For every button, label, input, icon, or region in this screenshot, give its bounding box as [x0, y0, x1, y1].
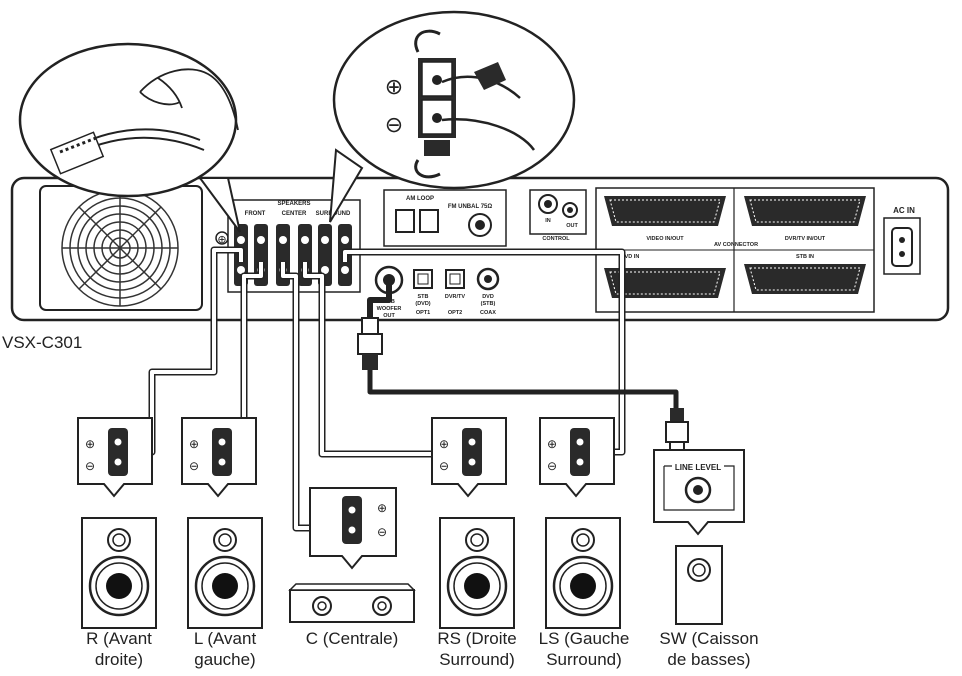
antenna-section: AM LOOP FM UNBAL 75Ω: [383, 189, 507, 247]
model-label: VSX-C301: [2, 333, 83, 352]
press-arrow-top-icon: [414, 29, 441, 53]
coax-label-1: DVD: [482, 294, 494, 300]
av-connector-section: VIDEO IN/OUT DVD IN AV CONNECTOR DVR/TV …: [595, 187, 875, 313]
subwoofer-icon: [675, 545, 723, 625]
svg-text:⊕: ⊕: [189, 437, 199, 451]
caption-c: C (Centrale): [286, 628, 418, 649]
caption-rs-line2: Surround): [439, 650, 515, 669]
svg-text:⊖: ⊖: [189, 459, 199, 473]
svg-text:⊖: ⊖: [439, 459, 449, 473]
dvr-tv-label: DVR/TV IN/OUT: [785, 236, 826, 242]
opt1-label-2: (DVD): [415, 301, 430, 307]
opt1-label-1: STB: [418, 294, 429, 300]
cooling-fan-icon: [61, 189, 179, 307]
line-level-label: LINE LEVEL: [675, 463, 721, 472]
video-in-out-label: VIDEO IN/OUT: [646, 236, 684, 242]
wire-stripping-callout: [18, 42, 241, 233]
control-section: IN OUT CONTROL: [529, 189, 587, 242]
scart-stb-in: [744, 264, 866, 294]
caption-l-line1: L (Avant: [193, 629, 257, 648]
minus-icon: ⊖: [385, 112, 403, 137]
svg-text:⊕: ⊕: [547, 437, 557, 451]
stripped-wire-tag-icon: [49, 131, 105, 175]
caption-sw-line1: SW (Caisson: [659, 629, 759, 648]
opt1-label-3: OPT1: [416, 310, 430, 316]
speaker-rs-icon: [439, 517, 515, 629]
scart-dvd-in: [604, 268, 726, 298]
dvd-in-label: DVD IN: [621, 254, 640, 260]
av-connector-label: AV CONNECTOR: [714, 242, 758, 248]
caption-ls: LS (Gauche Surround): [528, 628, 640, 670]
plus-icon: ⊕: [385, 74, 403, 99]
wire-cap-icon: [474, 62, 506, 90]
svg-text:⊕: ⊕: [377, 501, 387, 515]
svg-text:⊕: ⊕: [217, 234, 226, 246]
caption-l: L (Avant gauche): [170, 628, 280, 670]
caption-r: R (Avant droite): [64, 628, 174, 670]
terminal-box-r: ⊕ ⊖: [77, 417, 153, 498]
speaker-c-icon: [288, 583, 416, 623]
svg-text:⊖: ⊖: [377, 525, 387, 539]
center-label: CENTER: [282, 211, 307, 217]
caption-sw: SW (Caisson de basses): [646, 628, 772, 670]
press-arrow-bottom-icon: [414, 159, 441, 179]
caption-l-line2: gauche): [194, 650, 256, 669]
svg-text:⊕: ⊕: [85, 437, 95, 451]
caption-rs-line1: RS (Droite: [437, 629, 517, 648]
hand-icon: [139, 68, 239, 131]
caption-r-line2: droite): [94, 650, 144, 669]
terminal-connection-callout: ⊕ ⊖: [329, 10, 576, 223]
speaker-l-icon: [187, 517, 263, 629]
speaker-r-icon: [81, 517, 157, 629]
svg-text:⊖: ⊖: [547, 459, 557, 473]
control-out-label: OUT: [566, 223, 578, 229]
sub-woofer-label-3: OUT: [383, 313, 395, 319]
control-label: CONTROL: [542, 236, 570, 242]
speaker-ls-icon: [545, 517, 621, 629]
control-in-label: IN: [545, 218, 551, 224]
coax-label-2: (STB): [481, 301, 496, 307]
fm-label: FM UNBAL 75Ω: [448, 204, 493, 210]
terminal-box-ls: ⊕ ⊖: [539, 417, 615, 498]
caption-c-line1: C (Centrale): [305, 629, 399, 648]
caption-r-line1: R (Avant: [86, 629, 152, 648]
speaker-wires: [128, 246, 679, 532]
terminal-box-rs: ⊕ ⊖: [431, 417, 507, 498]
svg-text:⊕: ⊕: [439, 437, 449, 451]
spring-terminal-icon: [418, 58, 456, 156]
opt2-label-3: OPT2: [448, 310, 462, 316]
sub-woofer-label-2: WOOFER: [377, 306, 402, 312]
svg-text:⊖: ⊖: [85, 459, 95, 473]
opt2-label-1: DVR/TV: [445, 294, 466, 300]
terminal-box-c: ⊕ ⊖: [309, 487, 397, 570]
ac-in-label: AC IN: [893, 206, 915, 215]
stb-in-label: STB IN: [796, 254, 814, 260]
rca-plug-top-icon: [357, 317, 383, 370]
coax-label-3: COAX: [480, 310, 496, 316]
caption-ls-line1: LS (Gauche: [538, 629, 630, 648]
am-loop-label: AM LOOP: [406, 196, 434, 202]
caption-rs: RS (Droite Surround): [420, 628, 534, 670]
speakers-header-label: SPEAKERS: [277, 201, 310, 207]
scart-video-in-out: [604, 196, 726, 226]
front-label: FRONT: [245, 211, 266, 217]
terminal-box-sw: LINE LEVEL: [653, 449, 745, 536]
caption-ls-line2: Surround): [546, 650, 622, 669]
ac-inlet: AC IN: [883, 206, 921, 275]
caption-sw-line2: de basses): [667, 650, 751, 669]
terminal-box-l: ⊕ ⊖: [181, 417, 257, 498]
scart-dvr-tv: [744, 196, 866, 226]
rca-plug-bottom-icon: [665, 408, 689, 455]
